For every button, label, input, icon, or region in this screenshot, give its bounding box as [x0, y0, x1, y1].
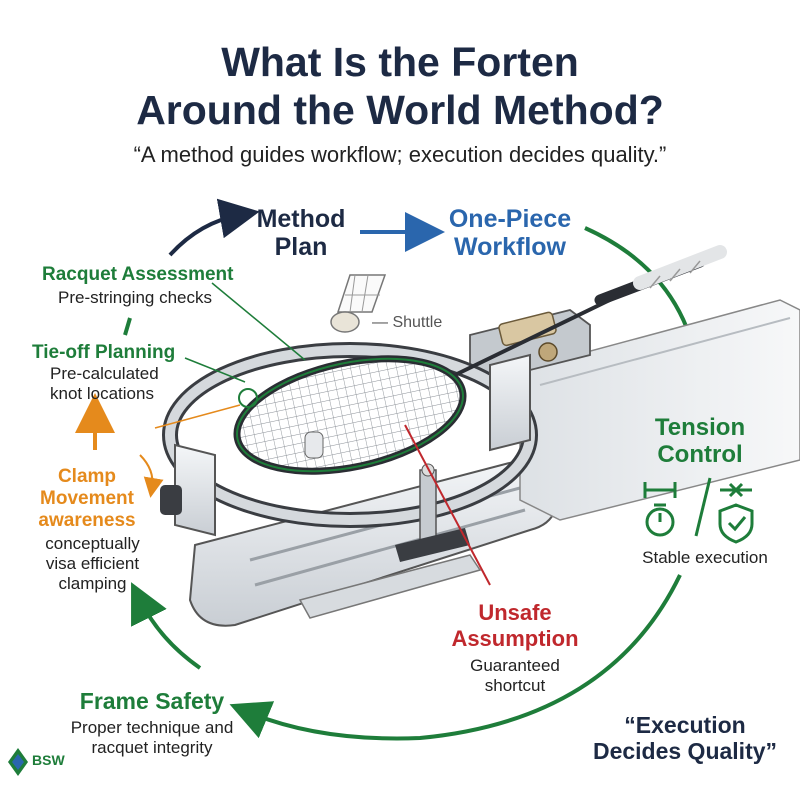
arrow-tension-to-frame: [229, 574, 682, 741]
tieoff-planning-desc-1: Pre-calculated: [50, 364, 159, 383]
racquet: [233, 245, 727, 475]
arrow-frame-to-clamp: [131, 582, 202, 670]
method-plan-label-2: Plan: [274, 233, 328, 261]
leader-clamp: [154, 404, 241, 429]
clamp-desc-2: visa efficient: [45, 554, 140, 573]
logo-text: BSW: [32, 752, 65, 768]
clamp-tower: [304, 431, 470, 562]
racquet-assessment-title: Racquet Assessment: [42, 264, 234, 285]
stopwatch-icon: [645, 503, 675, 537]
one-piece-label-2: Workflow: [453, 233, 567, 261]
one-piece-label-1: One-Piece: [448, 205, 572, 233]
tension-control-title-1: Tension: [654, 414, 746, 441]
leader-clamp-2: [139, 454, 164, 498]
shield-check-icon: [718, 503, 754, 544]
arrow-assessment-to-plan: [168, 198, 260, 257]
leader-unsafe: [404, 424, 491, 586]
leader-tieoff: [184, 357, 246, 383]
tension-control-desc: Stable execution: [642, 548, 768, 567]
shuttle-label: — Shuttle: [372, 314, 443, 331]
frame-safety-desc-2: racquet integrity: [91, 738, 213, 757]
unsafe-title-2: Assumption: [451, 626, 579, 651]
title-line-1: What Is the Forten: [221, 39, 579, 85]
arrow-tieoff-to-assessment: [123, 317, 132, 336]
frame-safety-desc-1: Proper technique and: [70, 718, 234, 737]
clamp-title-2: Movement: [40, 488, 134, 509]
clamp-desc-3: clamping: [58, 574, 127, 593]
bsw-logo: [8, 748, 28, 776]
mounting-ring: [160, 342, 538, 537]
title-line-2: Around the World Method?: [136, 87, 664, 133]
closing-quote-2: Decides Quality”: [592, 738, 778, 764]
unsafe-desc-2: shortcut: [484, 676, 546, 695]
clamp-title-1: Clamp: [57, 466, 117, 487]
closing-quote-1: “Execution: [624, 712, 746, 738]
tieoff-planning-title: Tie-off Planning: [32, 342, 176, 363]
tension-gauge-icon: [643, 482, 677, 498]
clamp-desc-1: conceptually: [45, 534, 140, 553]
divider-slash: [694, 477, 712, 537]
tieoff-planning-desc-2: knot locations: [50, 384, 154, 403]
leader-assessment: [211, 282, 306, 361]
tension-control-title-2: Control: [657, 441, 743, 468]
racquet-assessment-desc: Pre-stringing checks: [58, 288, 213, 307]
subtitle: “A method guides workflow; execution dec…: [133, 142, 667, 167]
frame-safety-title: Frame Safety: [79, 688, 225, 714]
tension-arrows-icon: [720, 482, 752, 498]
clamp-title-3: awareness: [38, 510, 136, 531]
shuttlecock-icon: [330, 274, 387, 333]
unsafe-title-1: Unsafe: [478, 600, 552, 625]
method-plan-label-1: Method: [256, 205, 346, 233]
unsafe-desc-1: Guaranteed: [470, 656, 560, 675]
